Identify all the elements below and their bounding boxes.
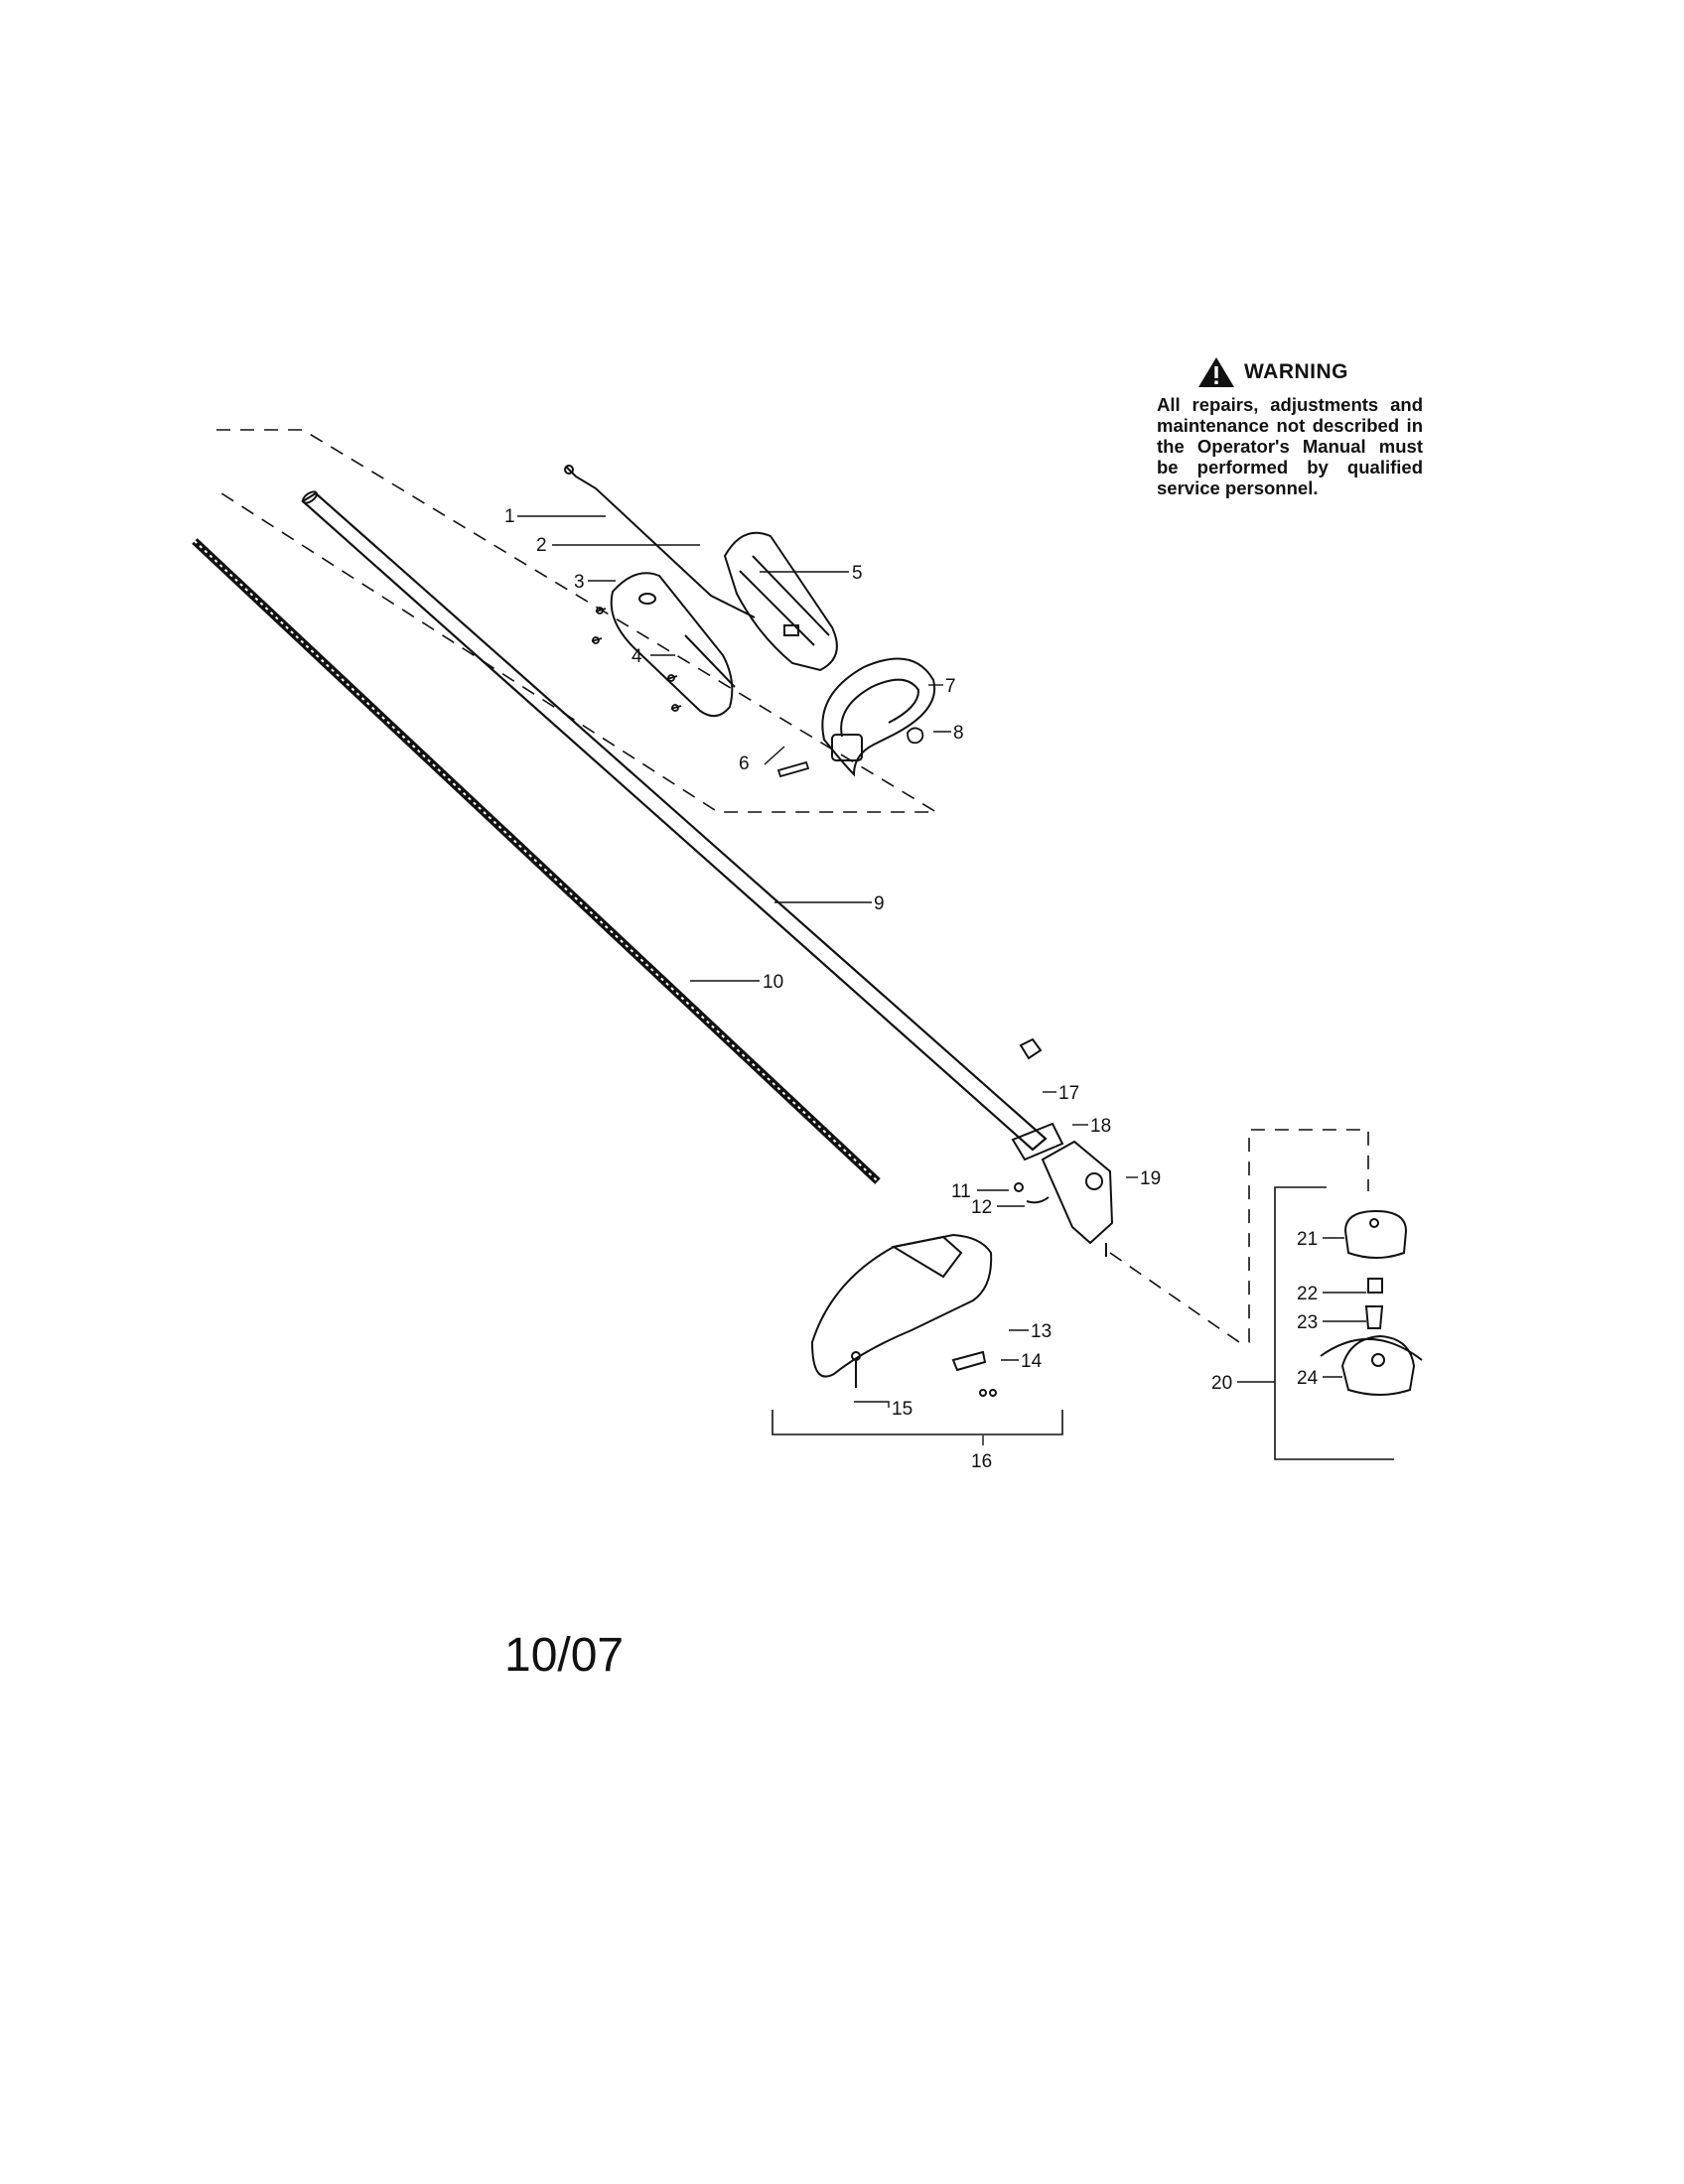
callout-9: 9 [874,893,885,914]
warning-triangle-icon [1198,357,1234,387]
gear-head [1011,1037,1114,1257]
callout-6: 6 [739,753,750,774]
throttle-cable [564,465,756,618]
callout-16: 16 [971,1451,992,1472]
callout-17: 17 [1058,1083,1079,1104]
callout-13: 13 [1031,1321,1052,1342]
guard-kit-bracket [772,1410,1063,1435]
date-stamp: 10/07 [504,1629,625,1682]
trimmer-guard [810,1233,997,1397]
trimmer-head-parts [1320,1209,1423,1396]
callout-2: 2 [536,535,547,556]
screws [591,607,924,778]
assist-handle [821,657,936,777]
warning-header: WARNING [1196,352,1423,392]
throttle-housing-right [723,531,838,672]
callout-11: 11 [951,1181,971,1202]
trimmer-head-bracket [1274,1186,1394,1460]
warning-title: WARNING [1244,360,1348,383]
callout-15: 15 [892,1399,912,1420]
callout-3: 3 [574,572,585,593]
handle-group-outline [216,429,939,813]
callout-4: 4 [632,646,642,667]
callout-1: 1 [504,506,515,527]
callout-24: 24 [1297,1368,1319,1389]
warning-notice: WARNING All repairs, adjustments and mai… [1157,352,1423,498]
callout-10: 10 [763,972,783,993]
callout-14: 14 [1021,1351,1043,1372]
callout-19: 19 [1140,1168,1161,1189]
drive-shaft-tube [301,490,1048,1152]
callout-7: 7 [945,676,956,697]
callout-12: 12 [971,1197,992,1218]
callout-20: 20 [1211,1373,1232,1394]
callout-18: 18 [1090,1116,1111,1137]
leader-lines [517,515,1366,1445]
callout-23: 23 [1297,1312,1318,1333]
trimmer-head-outline [1109,1129,1369,1343]
callout-22: 22 [1297,1284,1318,1304]
callout-5: 5 [852,563,863,584]
callout-8: 8 [953,723,964,744]
warning-text: All repairs, adjustments and maintenance… [1157,394,1423,498]
callout-labels: 1 2 3 4 5 6 7 8 9 10 11 12 13 14 15 16 1… [504,506,1319,1472]
callout-21: 21 [1297,1229,1318,1250]
flexible-drive-cable [192,538,881,1184]
throttle-housing-left [610,572,736,718]
